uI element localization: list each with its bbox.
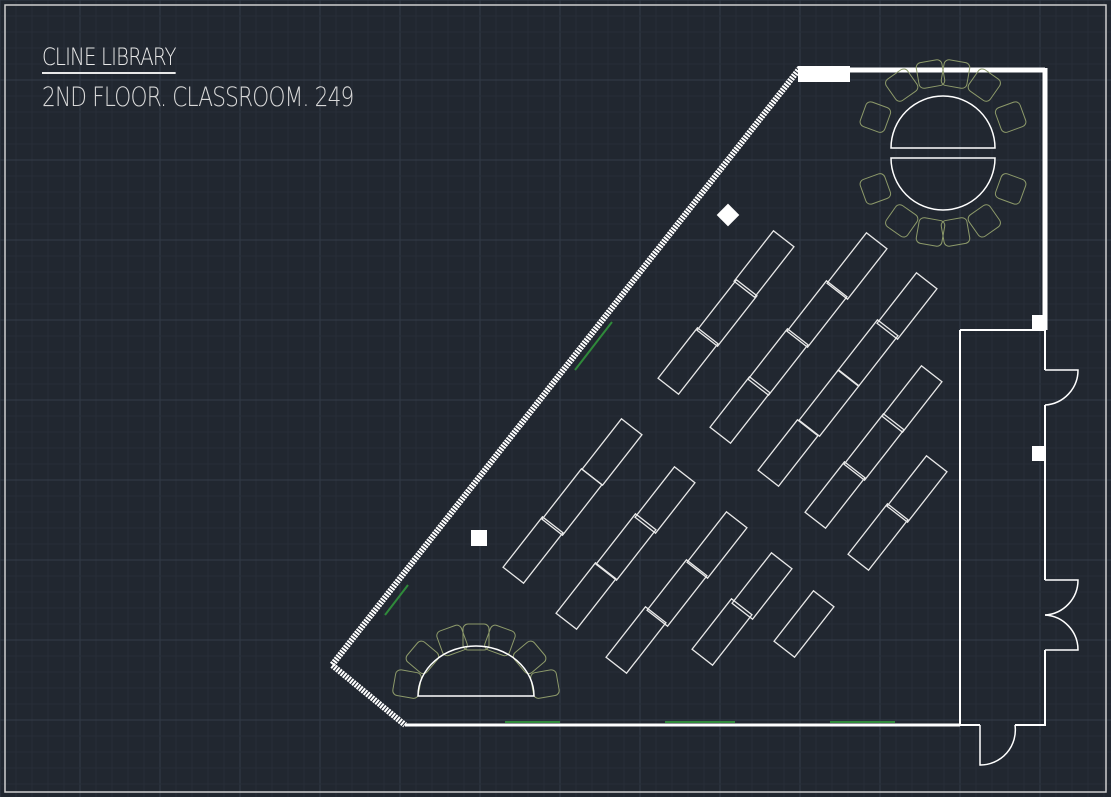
desk [581,417,643,487]
chair [859,173,892,205]
chair [967,204,1001,238]
column [471,530,487,546]
chair [885,204,919,238]
chair [915,217,946,247]
door-east-lower-2 [1044,614,1079,651]
desk [555,561,617,631]
desk [886,454,948,524]
chairs [392,623,560,699]
half-round-table-group [392,623,560,699]
desk [595,512,657,582]
desk [605,605,667,675]
desk [646,558,708,628]
column [1032,446,1046,461]
round-table-group [859,59,1027,247]
vestibule-east-wall-lower [1015,650,1046,726]
chair [462,623,490,651]
windows [384,321,895,723]
desk [747,327,809,397]
drawing-border [4,4,1107,793]
door-south [979,724,1017,766]
desk [773,589,835,659]
desk [876,271,938,341]
chair [436,624,468,657]
round-table-half-top [890,95,996,149]
desk [733,229,795,299]
desk [709,375,771,445]
desk [786,279,848,349]
doors [979,369,1079,766]
chair [940,59,971,89]
desk [847,502,909,572]
desk [843,412,905,482]
chair [885,68,919,102]
drawing-title: CLINE LIBRARY [42,42,177,74]
chair [530,669,560,699]
chair [405,640,440,675]
half-round-table [417,645,535,697]
chair [392,669,422,699]
chair [484,624,516,657]
chairs [859,59,1027,247]
desk [691,597,753,667]
chair [994,101,1027,133]
chair [994,173,1027,205]
desk [804,460,866,530]
round-table-half-bottom [890,157,996,211]
desk [686,510,748,580]
drawing-subtitle: 2ND FLOOR. CLASSROOM. 249 [42,82,354,113]
desk [657,326,719,396]
chair [967,68,1001,102]
chair [859,101,892,133]
door-east-upper [1044,369,1079,406]
top-wall-block [798,66,850,82]
desk [826,231,888,301]
desk [696,278,758,348]
desk [731,551,793,621]
vestibule-inner-wall [959,330,980,726]
desk [502,515,564,585]
chair [512,640,547,675]
chair [940,217,971,247]
desk [757,418,819,488]
door-east-lower-1 [1044,579,1079,616]
desk [541,467,603,537]
chair [915,59,946,89]
desks [502,229,948,675]
diagonal-wall [327,66,803,728]
column [1032,315,1046,330]
desk [634,465,696,535]
desk [881,364,943,434]
